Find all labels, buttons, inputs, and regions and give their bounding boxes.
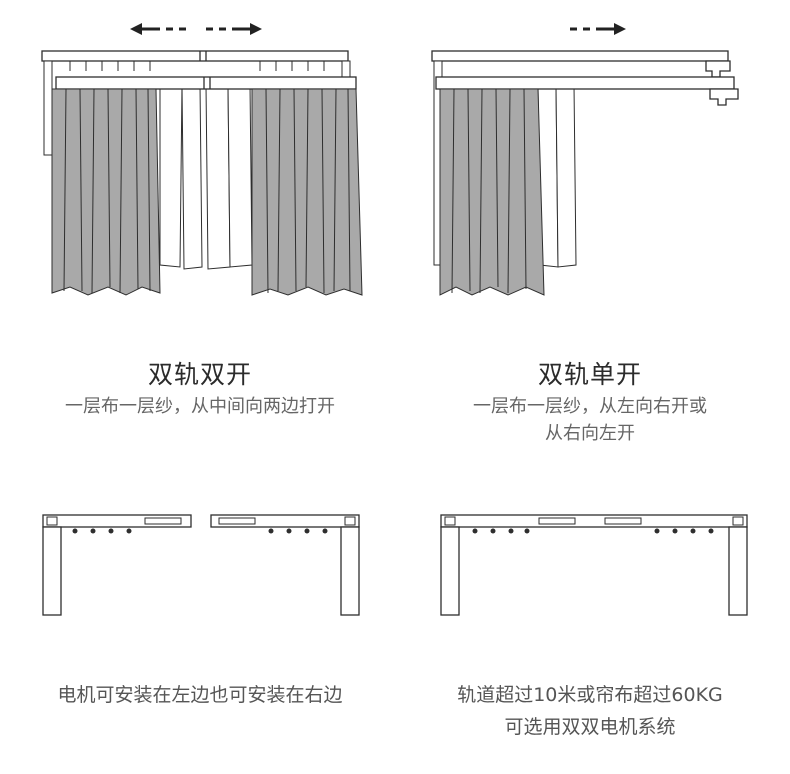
single-track-diagram xyxy=(440,514,748,616)
left-track-segment xyxy=(42,514,192,528)
sheer-track xyxy=(41,50,349,62)
right-dashed-arrow-icon xyxy=(206,23,262,35)
right-panel-title: 双轨单开 xyxy=(537,360,642,389)
fabric-curtain xyxy=(439,88,545,296)
right-dashed-arrow-icon xyxy=(570,23,626,35)
left-panel-title: 双轨双开 xyxy=(147,360,252,389)
right-bottom-caption-line1: 轨道超过10米或帘布超过60KG xyxy=(457,684,723,706)
runner-icons xyxy=(72,528,328,534)
right-bracket xyxy=(728,526,748,616)
left-dashed-arrow-icon xyxy=(130,23,186,35)
right-panel-subtitle-line2: 从右向左开 xyxy=(545,423,635,444)
right-bracket xyxy=(340,526,360,616)
left-bracket xyxy=(440,526,460,616)
double-track-double-open-illustration xyxy=(41,23,363,296)
runner-icons xyxy=(472,528,714,534)
left-bottom-caption: 电机可安装在左边也可安装在右边 xyxy=(57,684,343,706)
fabric-track xyxy=(435,76,739,106)
right-fabric-curtain xyxy=(251,88,363,296)
left-panel-subtitle: 一层布一层纱，从中间向两边打开 xyxy=(65,396,335,417)
right-panel-subtitle-line1: 一层布一层纱，从左向右开或 xyxy=(473,396,707,417)
sheer-track xyxy=(431,50,731,78)
track-hooks xyxy=(69,61,325,71)
right-track-segment xyxy=(210,514,360,528)
fabric-track xyxy=(55,76,357,90)
right-bottom-caption-line2: 可选用双双电机系统 xyxy=(504,716,676,738)
split-track-diagram xyxy=(42,514,360,616)
double-track-single-open-illustration xyxy=(431,23,739,296)
left-bracket xyxy=(42,526,62,616)
left-fabric-curtain xyxy=(51,88,161,296)
track xyxy=(440,514,748,528)
